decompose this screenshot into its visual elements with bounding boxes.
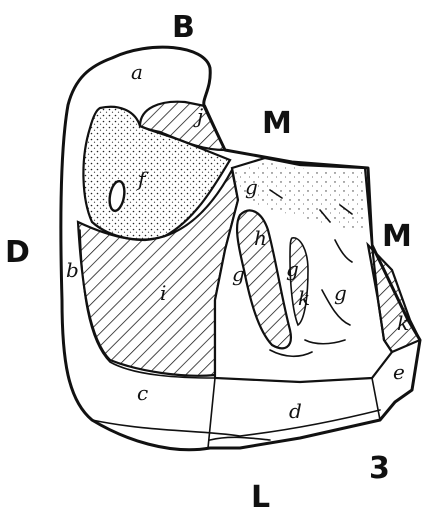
label-e: e (393, 360, 405, 384)
label-c: c (137, 381, 148, 405)
label-a: a (131, 60, 143, 84)
label-k-center: k (298, 286, 310, 310)
label-M-upper: M (262, 106, 292, 141)
label-g-center: g (286, 257, 299, 281)
label-g-top: g (245, 175, 258, 199)
rind-segment-lines (92, 378, 380, 448)
label-B: B (172, 10, 195, 45)
label-D: D (5, 235, 30, 270)
label-M-right: M (382, 219, 412, 254)
label-i: i (160, 281, 166, 305)
figure-number: 3 (369, 451, 390, 486)
label-g-left: g (232, 262, 245, 286)
label-d: d (289, 399, 302, 423)
label-k-right: k (397, 311, 409, 335)
label-g-right: g (334, 281, 347, 305)
label-b: b (66, 258, 79, 282)
label-h: h (254, 226, 267, 250)
label-L: L (251, 480, 270, 513)
